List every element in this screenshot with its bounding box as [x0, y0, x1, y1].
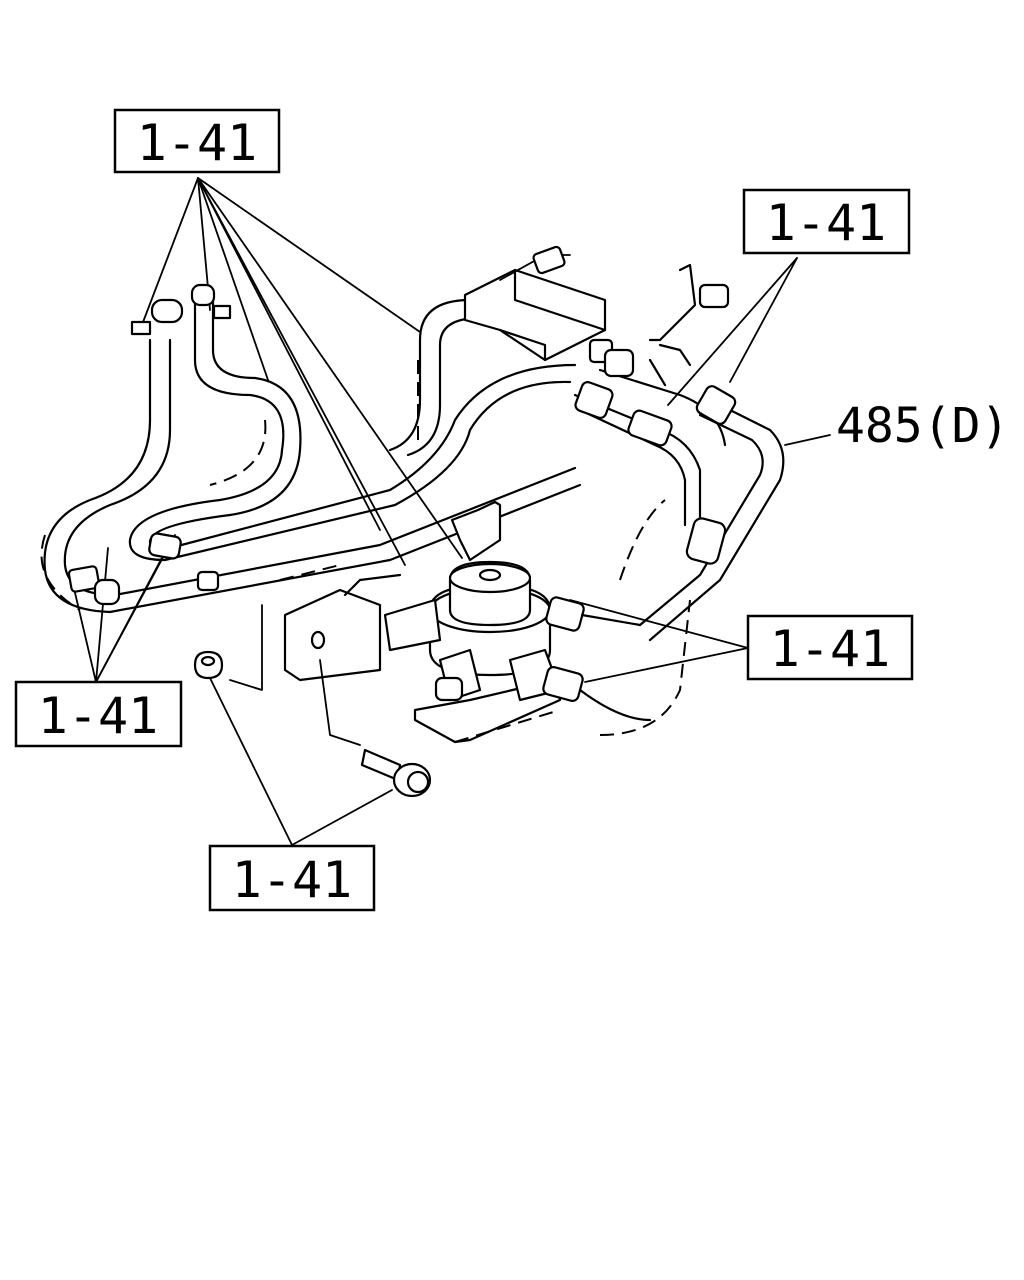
- callout-bottom-center: 1-41: [208, 844, 376, 912]
- right-pipes: [573, 368, 785, 642]
- callout-text: 1-41: [137, 114, 257, 172]
- pressure-regulator: [383, 560, 691, 736]
- callout-text: 1-41: [232, 851, 352, 909]
- callout-text: 1-41: [38, 687, 158, 745]
- part-label: 485(D): [836, 398, 1009, 454]
- callout-top-right: 1-41: [742, 188, 911, 255]
- leader-lines: [71, 177, 831, 846]
- callout-top-left: 1-41: [113, 108, 281, 174]
- upper-rail: [388, 298, 482, 457]
- top-bracket: [463, 245, 607, 362]
- callout-mid-right: 1-41: [746, 614, 914, 681]
- return-hose: [128, 298, 577, 562]
- hose-clamps: [67, 283, 232, 606]
- callout-bottom-left: 1-41: [14, 680, 183, 748]
- callout-text: 1-41: [766, 194, 886, 252]
- top-fittings: [588, 263, 730, 387]
- fastener-parts: [193, 604, 432, 798]
- callout-text: 1-41: [770, 620, 890, 678]
